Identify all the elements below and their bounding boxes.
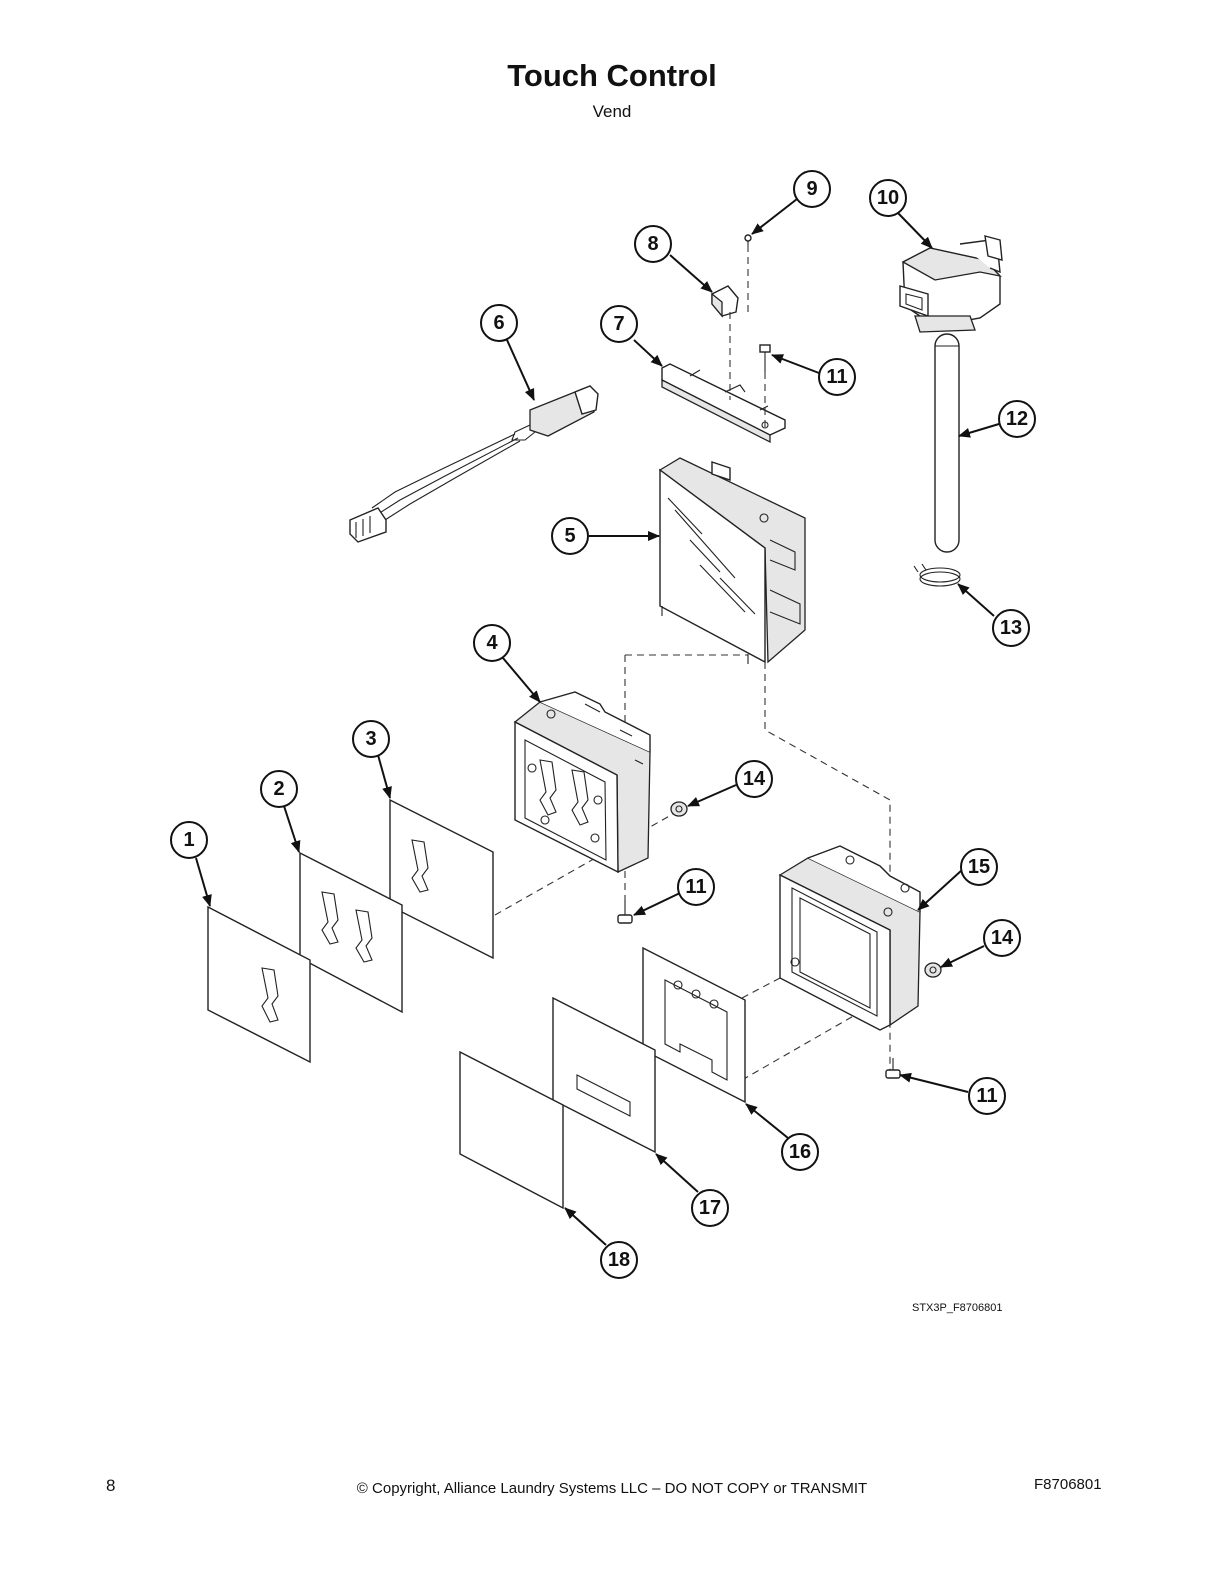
svg-text:18: 18	[608, 1249, 630, 1271]
part-18-label	[459, 1050, 564, 1210]
callout-2: 2	[260, 770, 298, 808]
svg-text:12: 12	[1006, 408, 1028, 430]
part-14-nut-upper	[670, 801, 688, 817]
callout-4: 4	[473, 624, 511, 662]
part-15-frame-bracket	[778, 845, 921, 1031]
svg-text:14: 14	[743, 768, 766, 790]
svg-text:5: 5	[564, 525, 575, 547]
part-16-gasket	[642, 946, 746, 1104]
part-12-tube	[934, 333, 960, 553]
callout-17: 17	[691, 1189, 729, 1227]
callout-16: 16	[781, 1133, 819, 1171]
callout-14-upper: 14	[735, 760, 773, 798]
callout-18: 18	[600, 1241, 638, 1279]
callout-11-middle: 11	[677, 868, 715, 906]
svg-text:2: 2	[273, 778, 284, 800]
part-9-screw	[744, 234, 752, 245]
callouts: 1 2 3 4 5 6 7 8	[170, 170, 1036, 1279]
svg-text:9: 9	[806, 178, 817, 200]
callout-9: 9	[793, 170, 831, 208]
callout-5: 5	[551, 517, 589, 555]
part-13-hose-clamp	[913, 563, 961, 587]
part-8-clip	[711, 285, 739, 318]
part-11-screw-middle	[617, 900, 633, 924]
callout-6: 6	[480, 304, 518, 342]
page-number: 8	[106, 1476, 116, 1495]
part-14-nut-lower	[924, 962, 942, 978]
svg-text:1: 1	[183, 829, 194, 851]
svg-text:10: 10	[877, 187, 899, 209]
part-11-screw-bottom	[885, 1058, 901, 1079]
svg-text:7: 7	[613, 313, 624, 335]
callout-12: 12	[998, 400, 1036, 438]
svg-text:11: 11	[976, 1085, 997, 1107]
part-6-wire-harness	[349, 385, 599, 543]
part-3-overlay	[389, 798, 494, 960]
part-11-screw-top	[759, 344, 771, 372]
callout-14-lower: 14	[983, 919, 1021, 957]
svg-text:14: 14	[991, 927, 1014, 949]
svg-text:8: 8	[647, 233, 658, 255]
callout-8: 8	[634, 225, 672, 263]
svg-text:11: 11	[685, 876, 706, 898]
figure-id: STX3P_F8706801	[912, 1302, 1003, 1314]
part-1-overlay	[207, 905, 311, 1064]
page-title: Touch Control	[507, 58, 717, 93]
callout-10: 10	[869, 179, 907, 217]
part-2-overlay	[299, 851, 403, 1014]
page-subtitle: Vend	[592, 102, 632, 121]
svg-text:16: 16	[789, 1141, 811, 1163]
part-4-mounting-bracket	[513, 691, 651, 874]
leader-lines	[195, 198, 1000, 1246]
part-5-control-module	[658, 457, 806, 664]
part-7-bracket	[661, 363, 786, 444]
callout-7: 7	[600, 305, 638, 343]
part-10-sensor-housing	[899, 235, 1003, 333]
callout-11-bottom: 11	[968, 1077, 1006, 1115]
callout-1: 1	[170, 821, 208, 859]
callout-3: 3	[352, 720, 390, 758]
callout-13: 13	[992, 609, 1030, 647]
copyright-notice: © Copyright, Alliance Laundry Systems LL…	[356, 1480, 868, 1497]
svg-text:17: 17	[699, 1197, 721, 1219]
svg-text:6: 6	[493, 312, 504, 334]
part-17-lens	[552, 996, 656, 1154]
document-code: F8706801	[1034, 1476, 1102, 1493]
svg-text:13: 13	[1000, 617, 1022, 639]
callout-15: 15	[960, 848, 998, 886]
svg-text:15: 15	[968, 856, 990, 878]
svg-text:3: 3	[365, 728, 376, 750]
svg-text:11: 11	[826, 366, 847, 388]
callout-11-top: 11	[818, 358, 856, 396]
svg-text:4: 4	[486, 632, 498, 654]
